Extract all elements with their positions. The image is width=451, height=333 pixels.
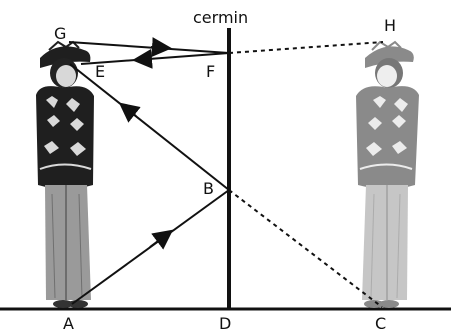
point-label-h: H [384,16,396,35]
ray-f-to-e-arrow [136,59,150,60]
person-figure [36,42,94,308]
point-label-g: G [54,24,66,43]
ray-g-to-f-arrow [151,47,168,48]
ray-b-to-e [70,64,229,190]
point-label-c: C [375,314,386,333]
point-label-b: B [203,179,214,198]
mirror-label: cermin [193,8,248,27]
point-label-d: D [219,314,231,333]
point-label-e: E [95,62,105,81]
ray-g-to-f [69,42,229,53]
ray-a-to-b-arrow [150,232,170,247]
virtual-ray-f-to-h [229,42,383,53]
ray-b-to-e-arrow [122,105,136,116]
point-label-a: A [63,314,74,333]
point-label-f: F [206,62,215,81]
reflected-person-figure [356,42,419,308]
virtual-ray-b-to-c [229,190,382,307]
